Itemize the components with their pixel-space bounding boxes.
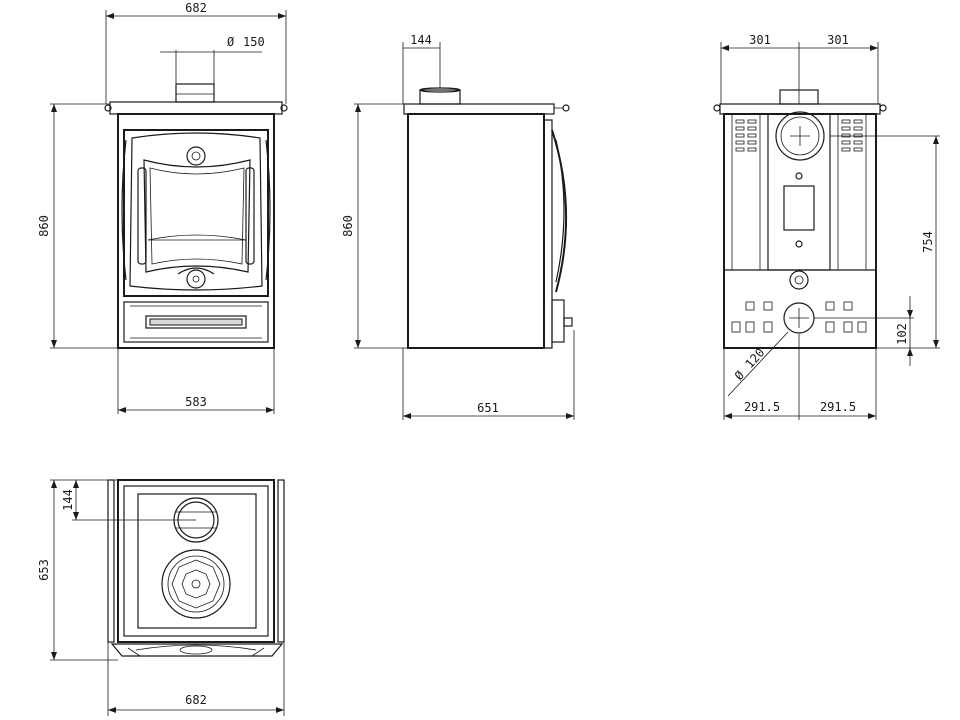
back-view: 301 301: [713, 33, 940, 420]
top-depth-label: 653: [37, 559, 51, 581]
back-left-half-label: 301: [749, 33, 771, 47]
back-air-inlet-diameter-label: 120: [743, 346, 768, 371]
front-height-label: 860: [37, 215, 51, 237]
side-depth-label: 651: [477, 401, 499, 415]
back-air-inlet-height-label: 102: [895, 323, 909, 345]
front-base-width-label: 583: [185, 395, 207, 409]
top-flue-offset-label: 144: [61, 489, 75, 511]
front-flue-diameter-label: 150: [243, 35, 265, 49]
side-view: 144 860 651: [341, 33, 575, 420]
back-flue-height-label: 754: [921, 231, 935, 253]
back-vent-slots-right: [841, 119, 863, 152]
back-right-half-label: 301: [827, 33, 849, 47]
side-height-label: 860: [341, 215, 355, 237]
top-width-label: 682: [185, 693, 207, 707]
front-view: 682 Ø 150: [37, 1, 288, 414]
back-air-inlet-diameter-symbol: Ø: [732, 368, 748, 383]
back-vent-slots-left: [735, 119, 757, 152]
top-view: 144 653 682: [37, 479, 285, 716]
side-flue-offset-label: 144: [410, 33, 432, 47]
front-flue-diameter-symbol: Ø: [227, 35, 235, 49]
back-bottom-left-label: 291.5: [744, 400, 780, 414]
back-bottom-right-label: 291.5: [820, 400, 856, 414]
front-top-width-label: 682: [185, 1, 207, 15]
